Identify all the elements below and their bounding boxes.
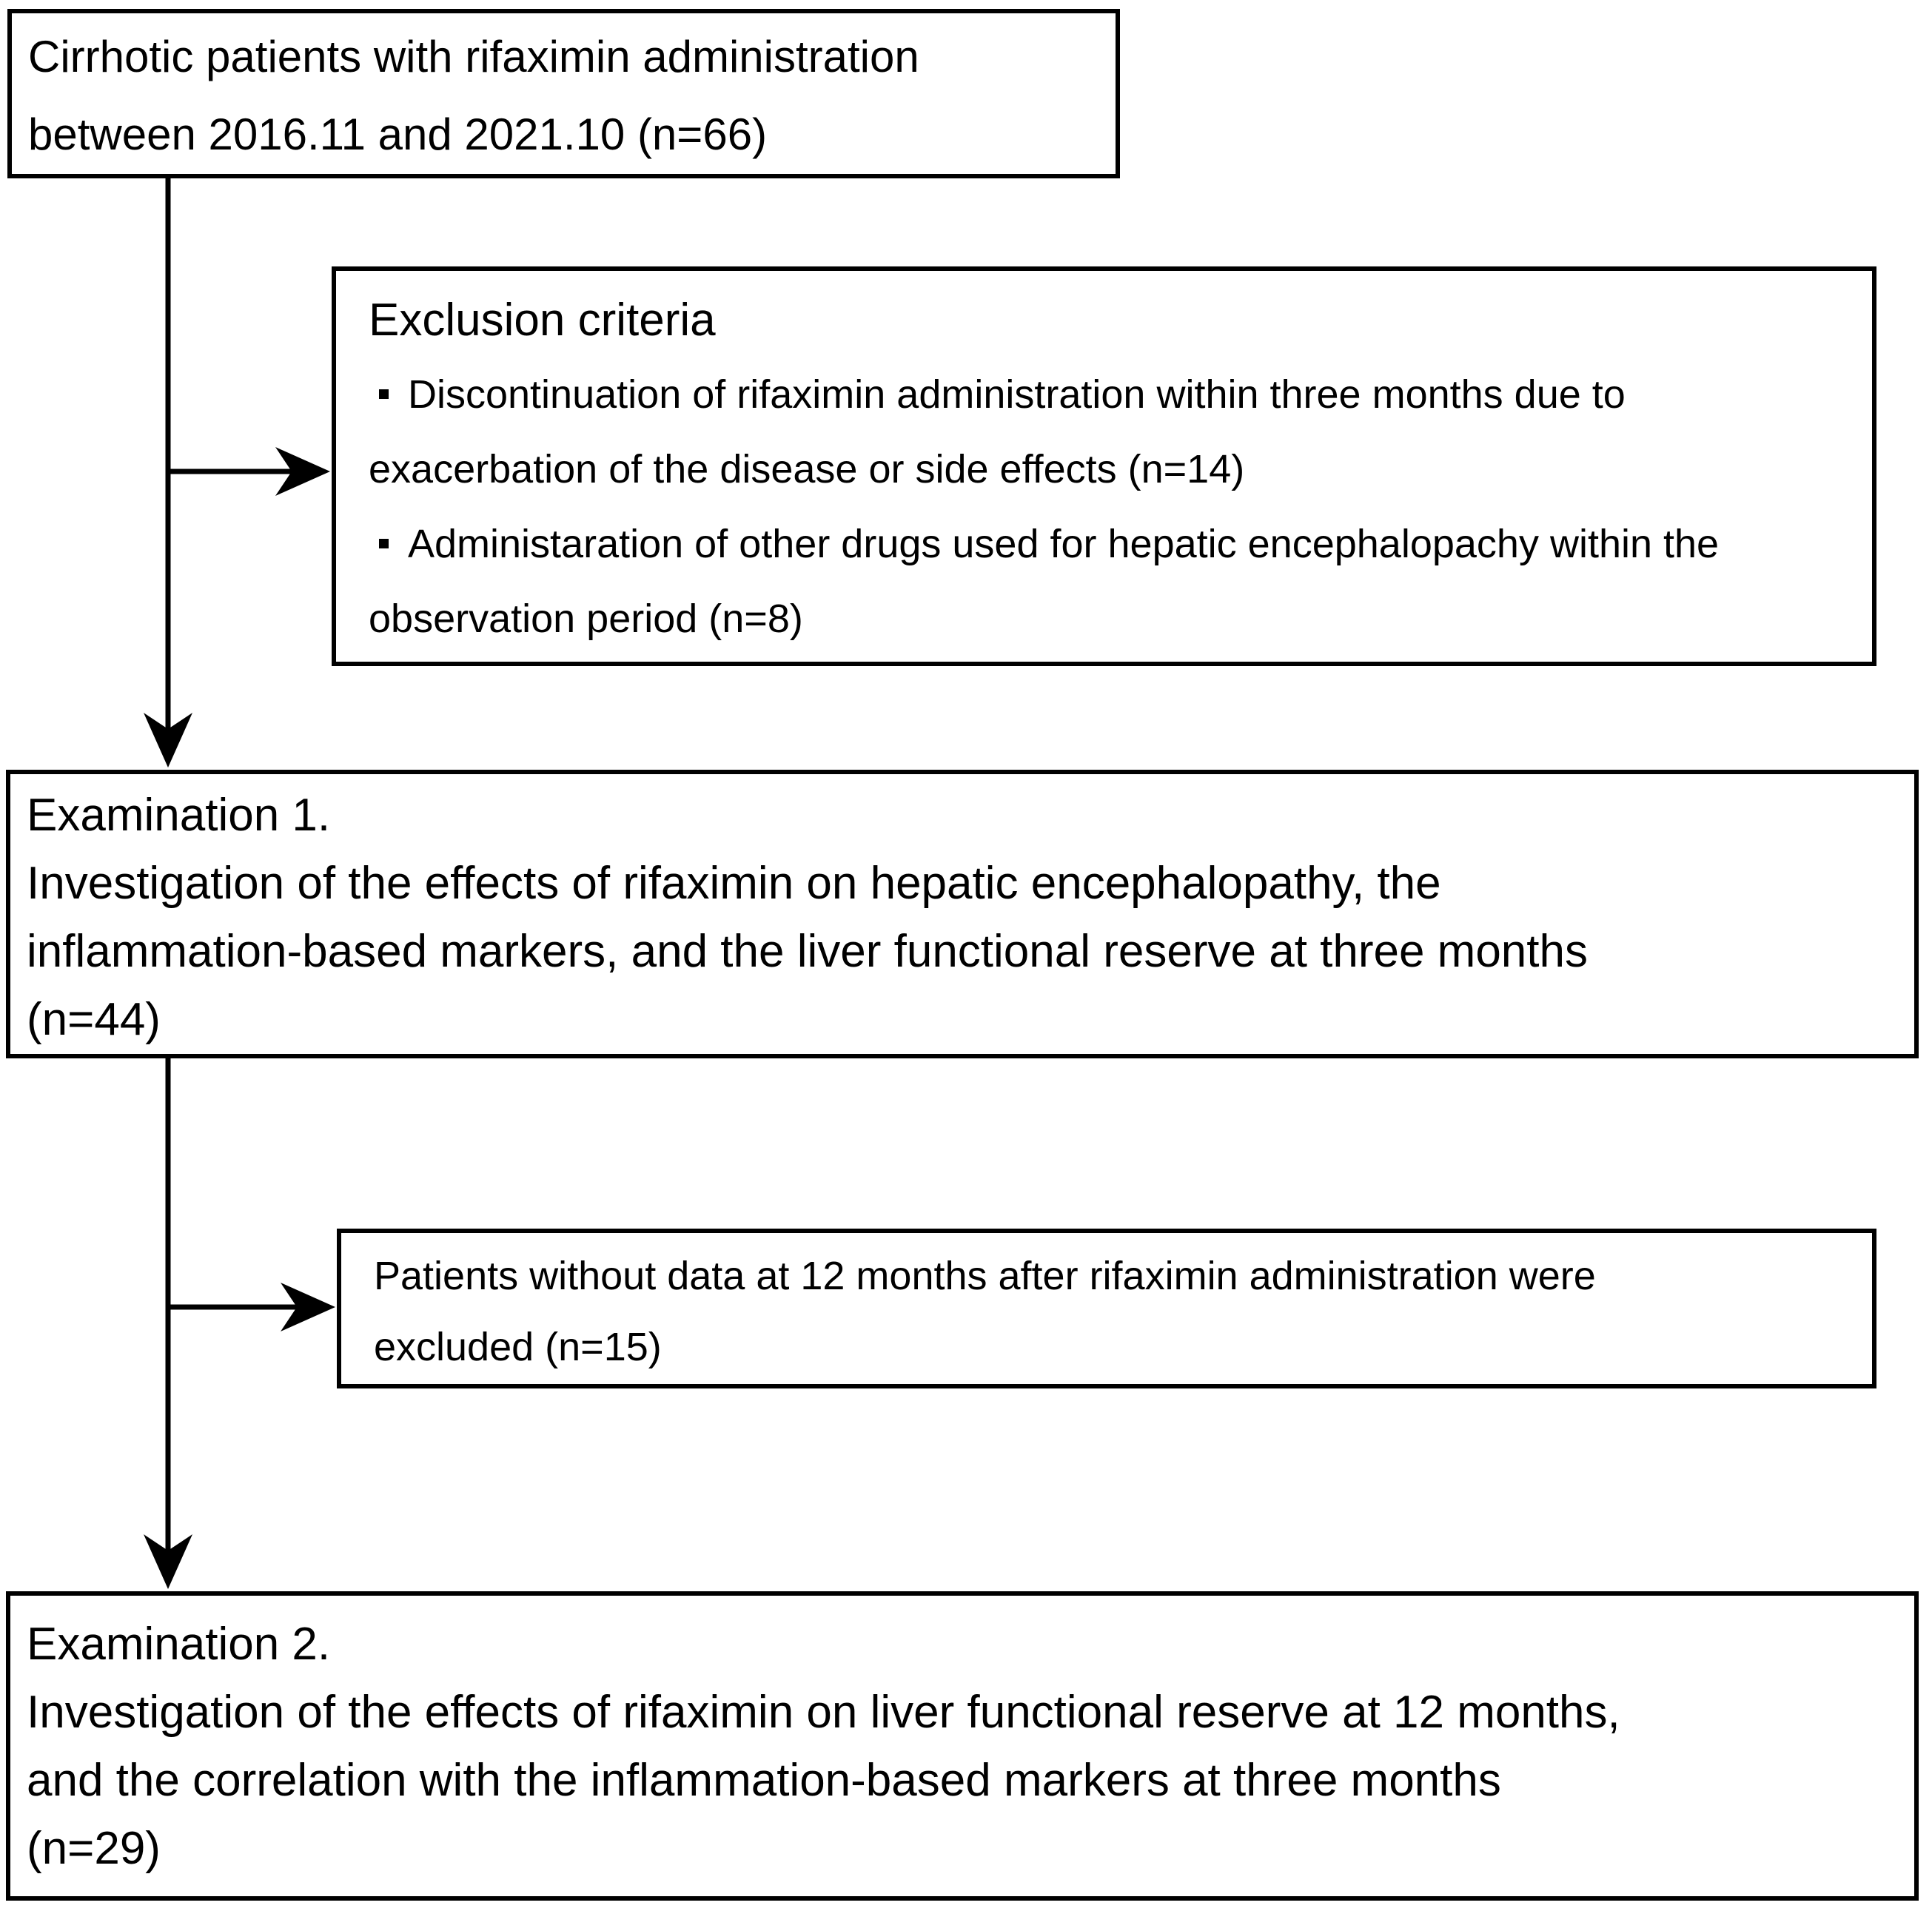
examination-1-line-1: Investigation of the effects of rifaximi… <box>27 858 1441 909</box>
arrowhead-down-exam2 <box>144 1534 192 1589</box>
enrollment-line-2: between 2016.11 and 2021.10 (n=66) <box>28 110 768 159</box>
box-examination-1: Examination 1. Investigation of the effe… <box>6 770 1919 1058</box>
enrollment-line-1: Cirrhotic patients with rifaximin admini… <box>28 32 919 81</box>
square-bullet-icon <box>379 389 389 399</box>
examination-1-line-2: inflammation-based markers, and the live… <box>27 926 1588 977</box>
examination-2-line-1: Investigation of the effects of rifaximi… <box>27 1687 1620 1738</box>
arrowhead-right-excluded12 <box>281 1283 335 1331</box>
box-enrollment: Cirrhotic patients with rifaximin admini… <box>7 9 1120 178</box>
exclusion-bullet-2-line-1: Administaration of other drugs used for … <box>369 507 1872 582</box>
box-exclusion-criteria: Exclusion criteria Discontinuation of ri… <box>332 266 1876 666</box>
exclusion-bullet-1-line-1: Discontinuation of rifaximin administrat… <box>369 357 1872 432</box>
box-examination-2: Examination 2. Investigation of the effe… <box>6 1591 1919 1901</box>
box-excluded-12-months: Patients without data at 12 months after… <box>337 1229 1876 1388</box>
exclusion-bullet-1-line-2: exacerbation of the disease or side effe… <box>369 447 1245 491</box>
exclusion-bullet-1-text: Discontinuation of rifaximin administrat… <box>408 372 1626 417</box>
square-bullet-icon <box>379 539 389 548</box>
exclusion-bullet-2-line-2: observation period (n=8) <box>369 597 803 641</box>
exclusion-title: Exclusion criteria <box>369 295 716 346</box>
examination-2-line-3: (n=29) <box>27 1823 161 1874</box>
exclusion-bullet-2-text: Administaration of other drugs used for … <box>408 522 1720 566</box>
examination-1-title: Examination 1. <box>27 790 331 841</box>
examination-1-line-3: (n=44) <box>27 994 161 1045</box>
excluded-12-months-line-1: Patients without data at 12 months after… <box>374 1254 1596 1298</box>
arrowhead-down-exam1 <box>144 713 192 768</box>
excluded-12-months-line-2: excluded (n=15) <box>374 1325 662 1369</box>
arrowhead-right-exclusion <box>275 447 330 496</box>
examination-2-line-2: and the correlation with the inflammatio… <box>27 1755 1501 1806</box>
examination-2-title: Examination 2. <box>27 1619 331 1670</box>
